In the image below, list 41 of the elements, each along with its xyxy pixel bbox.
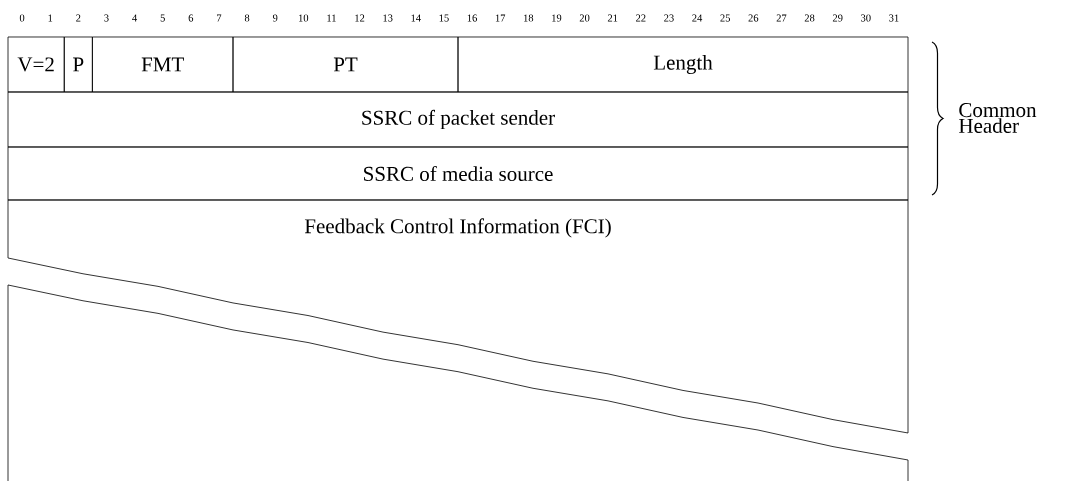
- bit-number: 8: [244, 14, 250, 22]
- bit-number: 4: [132, 14, 138, 22]
- torn-field-box: Feedback Control Information (FCI): [7, 199, 909, 434]
- bit-number: 26: [748, 14, 759, 22]
- field-box: FMT: [92, 36, 234, 93]
- bit-number: 9: [272, 14, 278, 22]
- field-box: Length: [457, 36, 909, 93]
- bit-number: 6: [188, 14, 194, 22]
- field-box: P: [63, 36, 93, 93]
- bit-number: 18: [524, 14, 534, 22]
- bit-number: 12: [355, 14, 365, 22]
- bit-number: 15: [439, 14, 449, 22]
- bit-number: 13: [383, 14, 393, 22]
- field-box: V=2: [7, 36, 65, 93]
- bit-number: 24: [692, 14, 703, 22]
- bit-number: 11: [327, 14, 336, 22]
- bit-number: 7: [217, 14, 222, 22]
- brace-label: Common Header: [959, 103, 1037, 133]
- bit-number: 30: [861, 14, 871, 22]
- bit-number: 19: [552, 14, 562, 22]
- bit-number: 23: [664, 14, 674, 22]
- bit-number: 25: [720, 14, 731, 22]
- bit-number: 3: [104, 14, 109, 22]
- field-box: PT: [232, 36, 459, 93]
- bit-number: 28: [804, 14, 815, 22]
- bit-number: 14: [411, 14, 421, 22]
- field-box: SSRC of packet sender: [7, 91, 909, 148]
- field-box: SSRC of media source: [7, 146, 909, 201]
- bit-number: 31: [889, 14, 899, 22]
- bit-number: 5: [160, 14, 165, 22]
- bit-number: 1: [48, 14, 53, 22]
- bit-number: 29: [832, 14, 843, 22]
- bit-number: 27: [776, 14, 787, 22]
- bit-number: 10: [299, 14, 309, 22]
- bit-number: 17: [495, 14, 506, 22]
- bit-number: 0: [19, 14, 25, 22]
- bit-number: 21: [607, 14, 618, 22]
- bit-number: 16: [467, 14, 477, 22]
- bit-number: 22: [636, 14, 646, 22]
- bit-number: 20: [579, 14, 590, 22]
- bit-number: 2: [76, 14, 81, 22]
